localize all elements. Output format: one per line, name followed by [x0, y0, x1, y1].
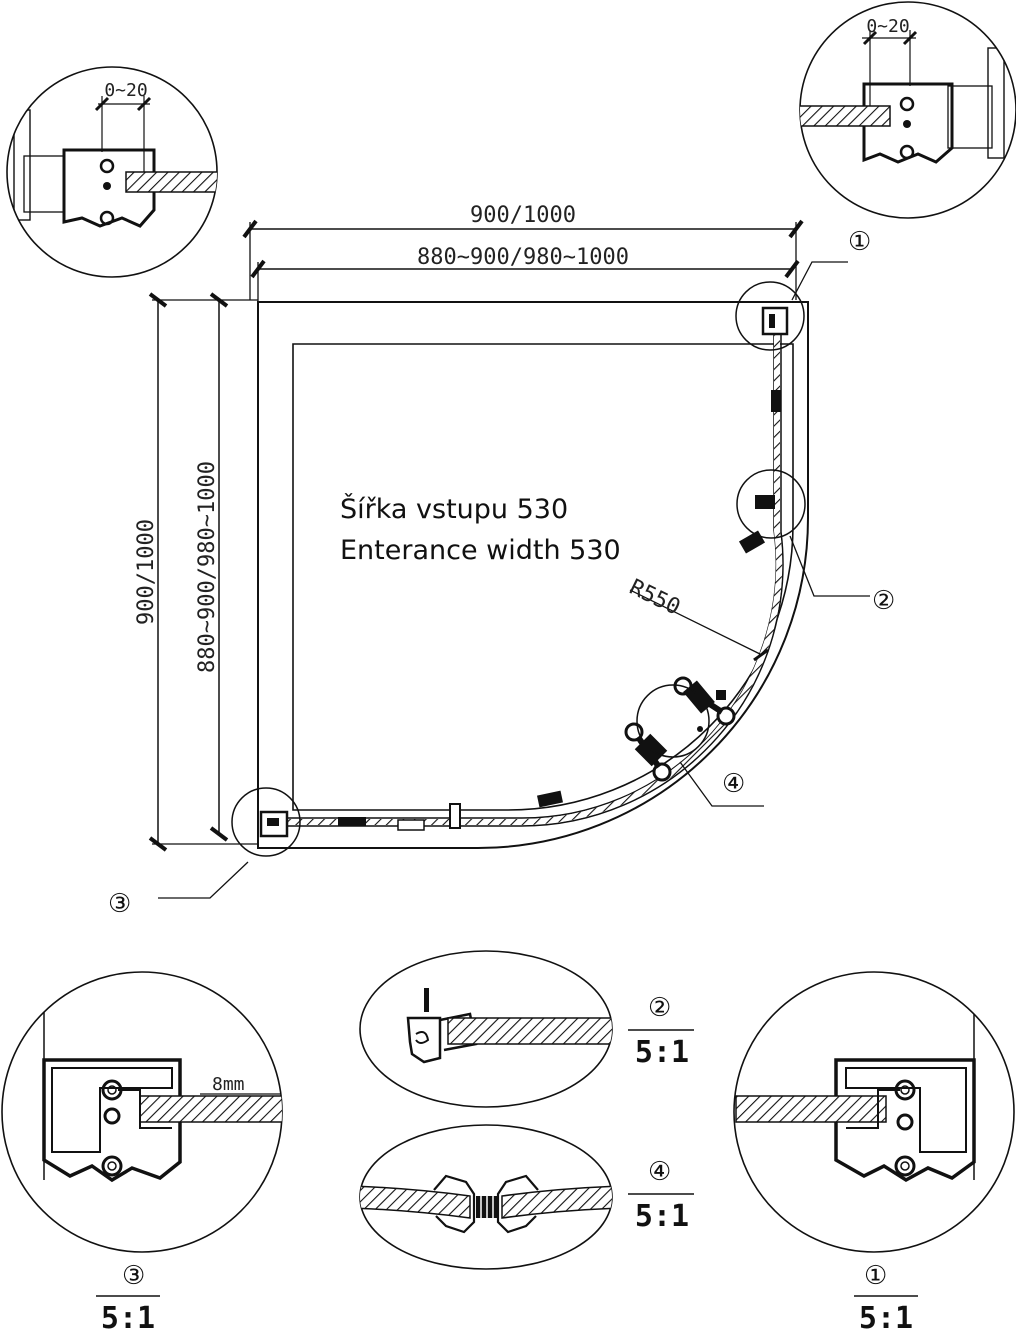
dim-outer-width: 900/1000 — [470, 203, 576, 228]
detail-3-mark: ③ — [122, 1261, 145, 1291]
detail-bubble-top-left: 0~20 — [6, 66, 218, 278]
detail-3-section: 8mm ③ 5:1 — [1, 971, 283, 1331]
entrance-width-note-cz: Šířka vstupu 530 — [340, 493, 568, 525]
callout-3: ③ — [108, 889, 131, 919]
callout-2: ② — [872, 586, 895, 616]
detail-2-section: ② 5:1 — [359, 950, 694, 1108]
dim-radius: R550 — [625, 575, 684, 621]
glass-thickness-label: 8mm — [212, 1074, 245, 1095]
detail-1-section: ① 5:1 — [733, 971, 1015, 1331]
detail-1-scale: 5:1 — [859, 1301, 913, 1331]
dim-inner-height: 880~900/980~1000 — [195, 461, 220, 673]
handle-lower — [624, 722, 672, 782]
plan-view — [231, 281, 809, 857]
entrance-width-note-en: Enterance width 530 — [340, 535, 621, 566]
callout-1: ① — [848, 227, 871, 257]
adjust-range-label-right: 0~20 — [866, 16, 909, 37]
detail-2-scale: 5:1 — [635, 1035, 689, 1070]
detail-bubble-top-right: 0~20 — [799, 1, 1016, 219]
handle-upper — [673, 676, 736, 726]
detail-4-scale: 5:1 — [635, 1199, 689, 1234]
callout-4: ④ — [722, 769, 745, 799]
detail-3-scale: 5:1 — [101, 1301, 155, 1331]
detail-4-section: ④ 5:1 — [359, 1124, 694, 1270]
dim-inner-width: 880~900/980~1000 — [417, 245, 629, 270]
detail-1-mark: ① — [864, 1261, 887, 1291]
detail-4-mark: ④ — [648, 1157, 671, 1187]
adjust-range-label-left: 0~20 — [104, 80, 147, 101]
detail-2-mark: ② — [648, 993, 671, 1023]
dim-outer-height: 900/1000 — [134, 519, 159, 625]
callouts: ① ② ③ ④ — [108, 227, 895, 919]
